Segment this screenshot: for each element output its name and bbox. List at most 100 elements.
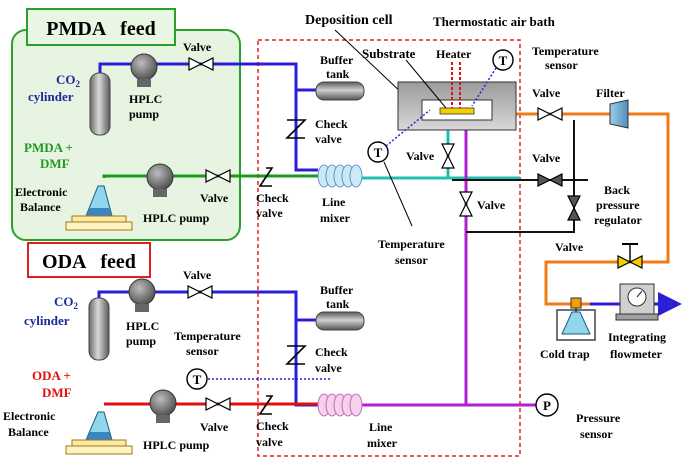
thermostatic-air-bath-title: Thermostatic air bath <box>433 14 556 29</box>
back-pressure-label-2: pressure <box>596 198 640 212</box>
pmda-feed-title: PMDA feed <box>46 18 155 40</box>
pressure-sensor-icon: P <box>535 393 559 417</box>
valve-right-low-icon <box>567 195 581 221</box>
pmda-dmf-label-2: DMF <box>40 156 70 171</box>
pmda-line <box>102 174 318 178</box>
temperature-sensor-mid-label: Temperature <box>378 237 445 251</box>
thermostatic-zone <box>257 39 521 457</box>
check-valve-2-icon <box>258 167 274 187</box>
oda-feed-title: ODA feed <box>42 251 136 273</box>
deposition-cell-title: Deposition cell <box>305 13 393 28</box>
black-line-right <box>466 120 575 233</box>
pmda-dmf-label: PMDA + <box>24 140 73 155</box>
svg-text:T: T <box>193 372 202 387</box>
check-valve-1-label: Check <box>315 117 348 131</box>
valve-3-icon <box>187 285 213 299</box>
valve-2-icon <box>205 169 231 183</box>
filter-label: Filter <box>596 86 625 100</box>
temperature-sensor-low-icon: T <box>186 368 208 390</box>
temperature-sensor-mid-icon: T <box>367 141 389 163</box>
check-valve-3-label-2: valve <box>315 361 342 375</box>
cold-trap-icon <box>556 297 596 341</box>
temperature-sensor-top-icon: T <box>492 49 514 71</box>
hplc-pump-1-label-2: pump <box>129 107 159 121</box>
line-mixer-bottom-label: Line <box>369 420 393 434</box>
pressure-sensor-label-2: sensor <box>580 427 613 441</box>
oda-dmf-label: ODA + <box>32 368 71 383</box>
buffer-tank-bottom-label: Buffer <box>320 283 354 297</box>
check-valve-3-label: Check <box>315 345 348 359</box>
valve-right-mid-icon <box>537 173 563 187</box>
hplc-pump-2-icon <box>146 163 174 197</box>
check-valve-3-icon <box>285 345 307 365</box>
hplc-pump-3-label-2: pump <box>126 334 156 348</box>
back-pressure-label-3: regulator <box>594 213 642 227</box>
check-valve-4-label-2: valve <box>256 435 283 449</box>
valve-right-low-label: Valve <box>555 240 584 254</box>
substrate-label: Substrate <box>362 46 416 61</box>
check-valve-4-icon <box>258 395 274 415</box>
buffer-tank-top-label-2: tank <box>326 67 350 81</box>
hplc-pump-4-icon <box>149 389 177 423</box>
hplc-pump-2-label: HPLC pump <box>143 211 210 225</box>
temperature-sensor-low-label-2: sensor <box>186 344 219 358</box>
line-mixer-bottom-label-2: mixer <box>367 436 398 450</box>
svg-text:T: T <box>499 53 508 68</box>
check-valve-1-icon <box>285 119 307 139</box>
buffer-tank-top-icon <box>315 81 365 101</box>
buffer-tank-top-label: Buffer <box>320 53 354 67</box>
electronic-balance-bottom-icon <box>65 411 133 455</box>
co2-cylinder-top-icon <box>89 72 111 136</box>
back-pressure-label: Back <box>604 183 630 197</box>
integrating-flowmeter-label-2: flowmeter <box>610 347 663 361</box>
valve-cell-icon <box>441 143 455 169</box>
electronic-balance-bottom-label-2: Balance <box>8 425 49 439</box>
electronic-balance-bottom-label: Electronic <box>3 409 56 423</box>
valve-right-top-icon <box>537 107 563 121</box>
electronic-balance-top-label-2: Balance <box>20 200 61 214</box>
temperature-sensor-tr-label-2: sensor <box>545 58 578 72</box>
integrating-flowmeter-label: Integrating <box>608 330 666 344</box>
temperature-sensor-mid-label-2: sensor <box>395 253 428 267</box>
temperature-sensor-tr-label: Temperature <box>532 44 599 58</box>
pressure-sensor-label: Pressure <box>576 411 621 425</box>
valve-mid-label: Valve <box>477 198 506 212</box>
check-valve-4-label: Check <box>256 419 289 433</box>
electronic-balance-top-label: Electronic <box>15 185 68 199</box>
heater-label: Heater <box>436 47 472 61</box>
co2-cylinder-top-label-2: cylinder <box>28 89 74 104</box>
pmda-feed-title-box <box>26 8 176 46</box>
hplc-pump-1-label: HPLC <box>129 92 162 106</box>
oda-feed-title-box <box>27 242 151 278</box>
check-valve-2-label-2: valve <box>256 206 283 220</box>
temp-sensor-mid-pointer <box>383 161 413 227</box>
integrating-flowmeter-icon <box>615 283 659 321</box>
filter-icon <box>609 99 629 129</box>
buffer-tank-bottom-label-2: tank <box>326 297 350 311</box>
line-mixer-top-label: Line <box>322 195 346 209</box>
check-valve-2-label: Check <box>256 191 289 205</box>
valve-right-mid-label: Valve <box>532 151 561 165</box>
valve-1-icon <box>188 57 214 71</box>
line-mixer-top-label-2: mixer <box>320 211 351 225</box>
co2-cylinder-bottom-icon <box>88 297 110 361</box>
line-mixer-bottom-icon <box>317 393 363 417</box>
valve-2-label: Valve <box>200 191 229 205</box>
co2-line-top <box>98 62 318 172</box>
temp-probe-mid <box>385 109 431 147</box>
orange-return <box>544 112 670 306</box>
valve-4-icon <box>205 397 231 411</box>
hplc-pump-4-label: HPLC pump <box>143 438 210 452</box>
buffer-tank-bottom-icon <box>315 311 365 331</box>
hplc-pump-3-icon <box>128 278 156 312</box>
co2-cylinder-top-label: CO2 <box>56 72 81 89</box>
valve-1-label: Valve <box>183 40 212 54</box>
electronic-balance-top-icon <box>65 185 133 231</box>
substrate-pointer <box>405 59 447 109</box>
check-valve-1-label-2: valve <box>315 132 342 146</box>
valve-4-label: Valve <box>200 420 229 434</box>
co2-cylinder-bottom-label-2: cylinder <box>24 313 70 328</box>
co2-cylinder-bottom-label: CO2 <box>54 294 79 311</box>
